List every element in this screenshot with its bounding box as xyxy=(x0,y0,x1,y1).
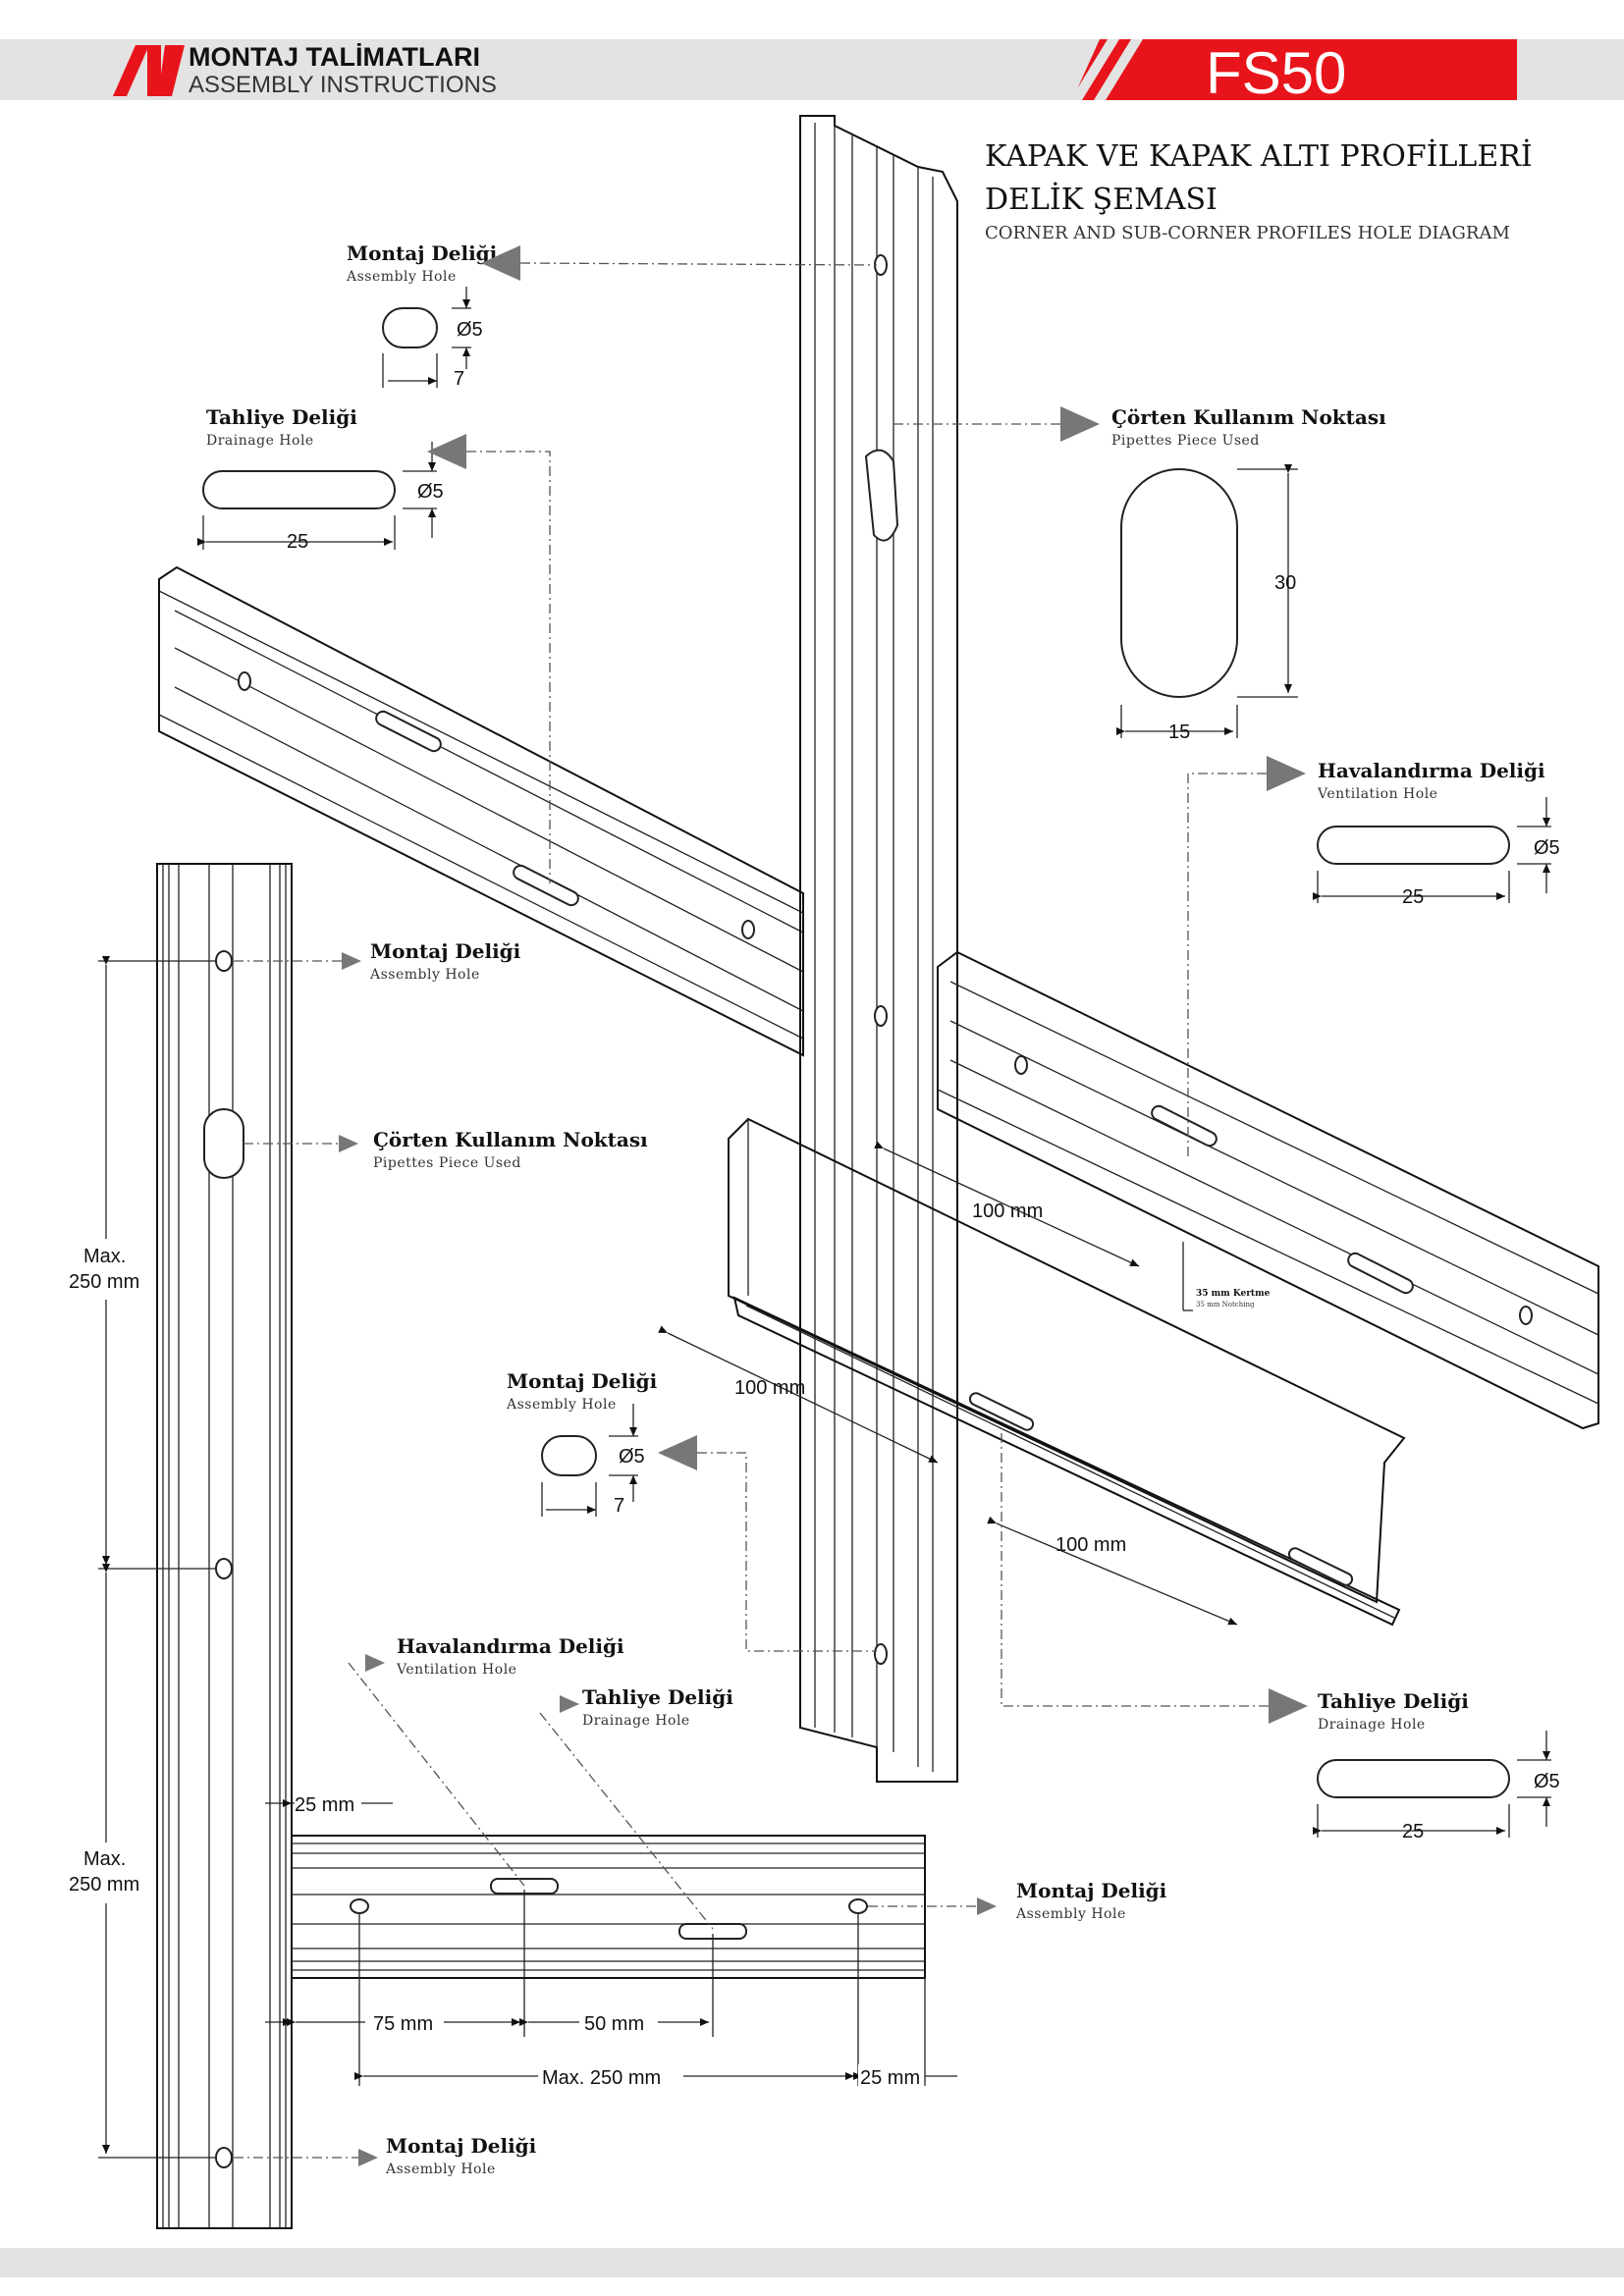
montaj-mid-dia: Ø5 xyxy=(619,1446,645,1468)
montaj-bottom-pointer xyxy=(977,1897,997,1915)
horizontal-profile-elevation xyxy=(291,1835,926,1979)
havalandirma-bottom-label-tr: Havalandırma Deliği xyxy=(397,1634,624,1658)
havalandirma-bottom-pointer xyxy=(365,1654,385,1672)
tahliye-topleft-pointer xyxy=(427,434,466,469)
diagram-title-line2: DELİK ŞEMASI xyxy=(985,182,1218,217)
horizontal-elevation-dims xyxy=(265,1792,957,2088)
havalandirma-right-width: 25 xyxy=(1402,886,1424,908)
corten-left-pointer xyxy=(339,1135,358,1152)
tahliye-bottom-label-en: Drainage Hole xyxy=(582,1713,690,1729)
corten-left-label-en: Pipettes Piece Used xyxy=(373,1155,521,1171)
tahliye-topleft-label-tr: Tahliye Deliği xyxy=(206,405,357,429)
dim-100mm-lower: 100 mm xyxy=(1056,1534,1126,1556)
montaj-left2-label-en: Assembly Hole xyxy=(385,2162,496,2177)
montaj-mid-label-en: Assembly Hole xyxy=(506,1397,617,1413)
vert-dim2-line1: Max. xyxy=(83,1848,126,1870)
montaj-top-pointer xyxy=(481,245,520,281)
montaj-left1-pointer xyxy=(342,952,361,970)
detail-pipettes-piece xyxy=(1116,464,1298,738)
horiz-dim-max250: Max. 250 mm xyxy=(542,2067,661,2089)
corten-right-label-en: Pipettes Piece Used xyxy=(1111,433,1260,449)
montaj-top-width: 7 xyxy=(454,368,464,390)
corten-right-label-tr: Çörten Kullanım Noktası xyxy=(1111,405,1386,429)
montaj-top-dia: Ø5 xyxy=(457,319,483,341)
product-code: FS50 xyxy=(1206,40,1346,106)
vertical-elevation-dims xyxy=(59,956,216,2159)
montaj-mid-pointer xyxy=(658,1435,697,1470)
havalandirma-right-label-tr: Havalandırma Deliği xyxy=(1318,759,1545,782)
havalandirma-right-pointer xyxy=(1267,756,1306,791)
tahliye-bottom-label-tr: Tahliye Deliği xyxy=(582,1685,733,1709)
diagram-subtitle: CORNER AND SUB-CORNER PROFILES HOLE DIAG… xyxy=(985,223,1510,243)
montaj-left1-label-tr: Montaj Deliği xyxy=(370,939,521,963)
corten-right-pointer xyxy=(1060,406,1100,442)
corten-height: 30 xyxy=(1274,572,1296,594)
montaj-left2-label-tr: Montaj Deliği xyxy=(386,2134,537,2158)
detail-assembly-hole-middle xyxy=(541,1404,638,1517)
kertme-label-en: 35 mm Notching xyxy=(1196,1301,1255,1308)
horiz-dim-25mm-top: 25 mm xyxy=(295,1794,354,1816)
footer-band xyxy=(0,2248,1624,2277)
montaj-mid-label-tr: Montaj Deliği xyxy=(507,1369,658,1393)
montaj-top-label-tr: Montaj Deliği xyxy=(347,241,498,265)
corten-left-label-tr: Çörten Kullanım Noktası xyxy=(373,1128,648,1151)
tahliye-right-dia: Ø5 xyxy=(1534,1771,1560,1792)
havalandirma-right-dia: Ø5 xyxy=(1534,837,1560,859)
header-band xyxy=(0,39,1624,100)
header-title-tr: MONTAJ TALİMATLARI xyxy=(189,42,480,72)
montaj-left1-label-en: Assembly Hole xyxy=(369,967,480,983)
montaj-left2-pointer xyxy=(358,2149,378,2166)
vertical-profile-main xyxy=(799,115,958,1783)
montaj-top-label-en: Assembly Hole xyxy=(346,269,457,285)
horiz-dim-50mm: 50 mm xyxy=(584,2013,644,2035)
header-title-en: ASSEMBLY INSTRUCTIONS xyxy=(189,72,497,98)
tahliye-topleft-dia: Ø5 xyxy=(417,481,444,503)
montaj-bottom-label-tr: Montaj Deliği xyxy=(1016,1879,1167,1902)
horiz-dim-25mm-right: 25 mm xyxy=(860,2067,920,2089)
tahliye-right-width: 25 xyxy=(1402,1821,1424,1842)
horiz-dim-75mm: 75 mm xyxy=(373,2013,433,2035)
detail-ventilation-hole-right xyxy=(1313,797,1551,903)
tahliye-topleft-label-en: Drainage Hole xyxy=(206,433,314,449)
vert-dim2-line2: 250 mm xyxy=(69,1874,139,1896)
detail-assembly-hole-top xyxy=(382,287,471,388)
detail-drainage-hole-right xyxy=(1313,1731,1551,1838)
corten-width: 15 xyxy=(1168,721,1190,743)
dim-100mm-lines xyxy=(658,1141,1238,1626)
vert-dim1-line1: Max. xyxy=(83,1246,126,1267)
diagonal-profile-left xyxy=(158,565,804,1057)
havalandirma-bottom-label-en: Ventilation Hole xyxy=(396,1662,516,1678)
montaj-bottom-label-en: Assembly Hole xyxy=(1015,1906,1126,1922)
diagonal-profile-right xyxy=(937,950,1599,1430)
montaj-mid-width: 7 xyxy=(614,1495,624,1517)
tahliye-topleft-width: 25 xyxy=(287,531,308,553)
vertical-profile-elevation xyxy=(156,863,293,2229)
vert-dim1-line2: 250 mm xyxy=(69,1271,139,1293)
dim-100mm-middle: 100 mm xyxy=(734,1377,805,1399)
tahliye-right-pointer xyxy=(1269,1688,1308,1724)
havalandirma-right-label-en: Ventilation Hole xyxy=(1317,786,1437,802)
detail-drainage-hole-topleft xyxy=(197,442,437,550)
diagram-title-line1: KAPAK VE KAPAK ALTI PROFİLLERİ xyxy=(985,138,1533,174)
tahliye-right-label-tr: Tahliye Deliği xyxy=(1318,1689,1469,1713)
kertme-label-tr: 35 mm Kertme xyxy=(1196,1289,1271,1299)
tahliye-right-label-en: Drainage Hole xyxy=(1318,1717,1426,1733)
tahliye-bottom-pointer xyxy=(560,1695,579,1713)
dim-100mm-upper: 100 mm xyxy=(972,1201,1043,1222)
brand-logo xyxy=(113,45,185,96)
